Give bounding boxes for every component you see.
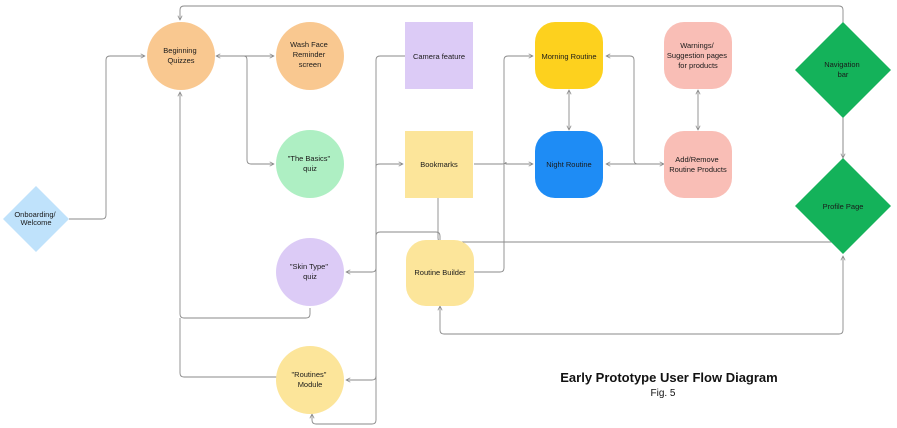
node-camera-feature[interactable]: Camera feature xyxy=(405,22,473,89)
warnings-line-1: Warnings/ xyxy=(680,41,714,50)
morning-routine-line-1: Morning Routine xyxy=(541,52,596,61)
night-routine-shape xyxy=(535,131,603,198)
edge-spine xyxy=(346,55,405,380)
routines-module-label: "Routines" Module xyxy=(291,370,328,389)
night-routine-label: Night Routine xyxy=(546,160,591,169)
warnings-label: Warnings/ Suggestion pages for products xyxy=(667,41,729,70)
skin-type-quiz-label: "Skin Type" quiz xyxy=(290,262,330,281)
navigation-bar-line-1: Navigation xyxy=(824,60,859,69)
onboarding-line-1: Onboarding/ xyxy=(14,210,56,219)
warnings-shape xyxy=(664,22,732,89)
node-bookmarks[interactable]: Bookmarks xyxy=(405,131,473,198)
wash-face-line-3: screen xyxy=(299,60,322,69)
beginning-quizzes-line-1: Beginning xyxy=(163,46,196,55)
profile-page-line-1: Profile Page xyxy=(823,202,864,211)
node-routines-module[interactable]: "Routines" Module xyxy=(276,346,344,414)
navigation-bar-shape xyxy=(795,22,891,118)
navigation-bar-line-2: bar xyxy=(838,70,849,79)
warnings-line-3: for products xyxy=(678,61,718,70)
edge-spine-to-bookmarks xyxy=(375,164,403,168)
node-warnings[interactable]: Warnings/ Suggestion pages for products xyxy=(664,22,732,89)
bookmarks-label: Bookmarks xyxy=(420,160,458,169)
basics-quiz-shape xyxy=(276,130,344,198)
node-onboarding[interactable]: Onboarding/ Welcome xyxy=(3,186,69,252)
basics-quiz-line-1: "The Basics" xyxy=(288,154,331,163)
node-beginning-quizzes[interactable]: Beginning Quizzes xyxy=(147,22,215,90)
node-basics-quiz[interactable]: "The Basics" quiz xyxy=(276,130,344,198)
edge-routines-bottom xyxy=(312,376,377,425)
add-remove-shape xyxy=(664,131,732,198)
wash-face-label: Wash Face Reminder screen xyxy=(290,40,330,69)
node-profile-page[interactable]: Profile Page xyxy=(795,158,891,254)
wash-face-line-1: Wash Face xyxy=(290,40,328,49)
node-morning-routine[interactable]: Morning Routine xyxy=(535,22,603,89)
skin-type-quiz-line-2: quiz xyxy=(303,272,317,281)
wash-face-shape xyxy=(276,22,344,90)
nodes: Onboarding/ Welcome Beginning Quizzes Wa… xyxy=(3,22,891,414)
bookmarks-line-1: Bookmarks xyxy=(420,160,458,169)
night-routine-line-1: Night Routine xyxy=(546,160,591,169)
add-remove-line-2: Routine Products xyxy=(669,165,727,174)
edge-onboarding-to-quizzes xyxy=(69,56,145,220)
node-navigation-bar[interactable]: Navigation bar xyxy=(795,22,891,118)
skin-type-quiz-line-1: "Skin Type" xyxy=(290,262,328,271)
basics-quiz-label: "The Basics" quiz xyxy=(288,154,333,173)
edge-bookmarks-to-night xyxy=(474,162,533,164)
profile-page-label: Profile Page xyxy=(823,202,864,211)
edge-skin-to-quizzes xyxy=(180,92,311,319)
profile-page-shape xyxy=(795,158,891,254)
node-skin-type-quiz[interactable]: "Skin Type" quiz xyxy=(276,238,344,306)
edge-routines-to-quizzes xyxy=(179,318,278,378)
warnings-line-2: Suggestion pages xyxy=(667,51,727,60)
beginning-quizzes-label: Beginning Quizzes xyxy=(163,46,198,65)
edge-quizzes-to-basics xyxy=(236,55,274,164)
node-wash-face[interactable]: Wash Face Reminder screen xyxy=(276,22,344,90)
basics-quiz-line-2: quiz xyxy=(303,164,317,173)
node-routine-builder[interactable]: Routine Builder xyxy=(406,240,474,306)
diagram-subtitle: Fig. 5 xyxy=(650,388,675,399)
add-remove-line-1: Add/Remove xyxy=(675,155,718,164)
routines-module-line-2: Module xyxy=(298,380,323,389)
beginning-quizzes-line-2: Quizzes xyxy=(167,56,194,65)
camera-feature-line-1: Camera feature xyxy=(413,52,465,61)
routine-builder-line-1: Routine Builder xyxy=(414,268,466,277)
wash-face-line-2: Reminder xyxy=(293,50,326,59)
edge-nav-to-quizzes xyxy=(180,5,844,26)
camera-feature-label: Camera feature xyxy=(413,52,465,61)
routine-builder-shape xyxy=(406,240,474,306)
node-add-remove[interactable]: Add/Remove Routine Products xyxy=(664,131,732,198)
beginning-quizzes-shape xyxy=(147,22,215,90)
bookmarks-shape xyxy=(405,131,473,198)
navigation-bar-label: Navigation bar xyxy=(824,60,862,79)
onboarding-shape xyxy=(3,186,69,252)
routines-module-shape xyxy=(276,346,344,414)
add-remove-label: Add/Remove Routine Products xyxy=(669,155,727,174)
camera-feature-shape xyxy=(405,22,473,89)
diagram-title: Early Prototype User Flow Diagram xyxy=(560,370,777,385)
routine-builder-label: Routine Builder xyxy=(414,268,466,277)
edge-builder-to-skin xyxy=(346,231,441,272)
skin-type-quiz-shape xyxy=(276,238,344,306)
edges xyxy=(69,5,844,425)
edge-morning-addremove xyxy=(606,56,639,165)
onboarding-line-2: Welcome xyxy=(20,218,51,227)
routines-module-line-1: "Routines" xyxy=(291,370,326,379)
morning-routine-shape xyxy=(535,22,603,89)
onboarding-label: Onboarding/ Welcome xyxy=(14,210,57,227)
edge-profile-to-bookmarks xyxy=(437,110,844,243)
node-night-routine[interactable]: Night Routine xyxy=(535,131,603,198)
morning-routine-label: Morning Routine xyxy=(541,52,596,61)
edge-builder-to-profile xyxy=(440,256,843,335)
